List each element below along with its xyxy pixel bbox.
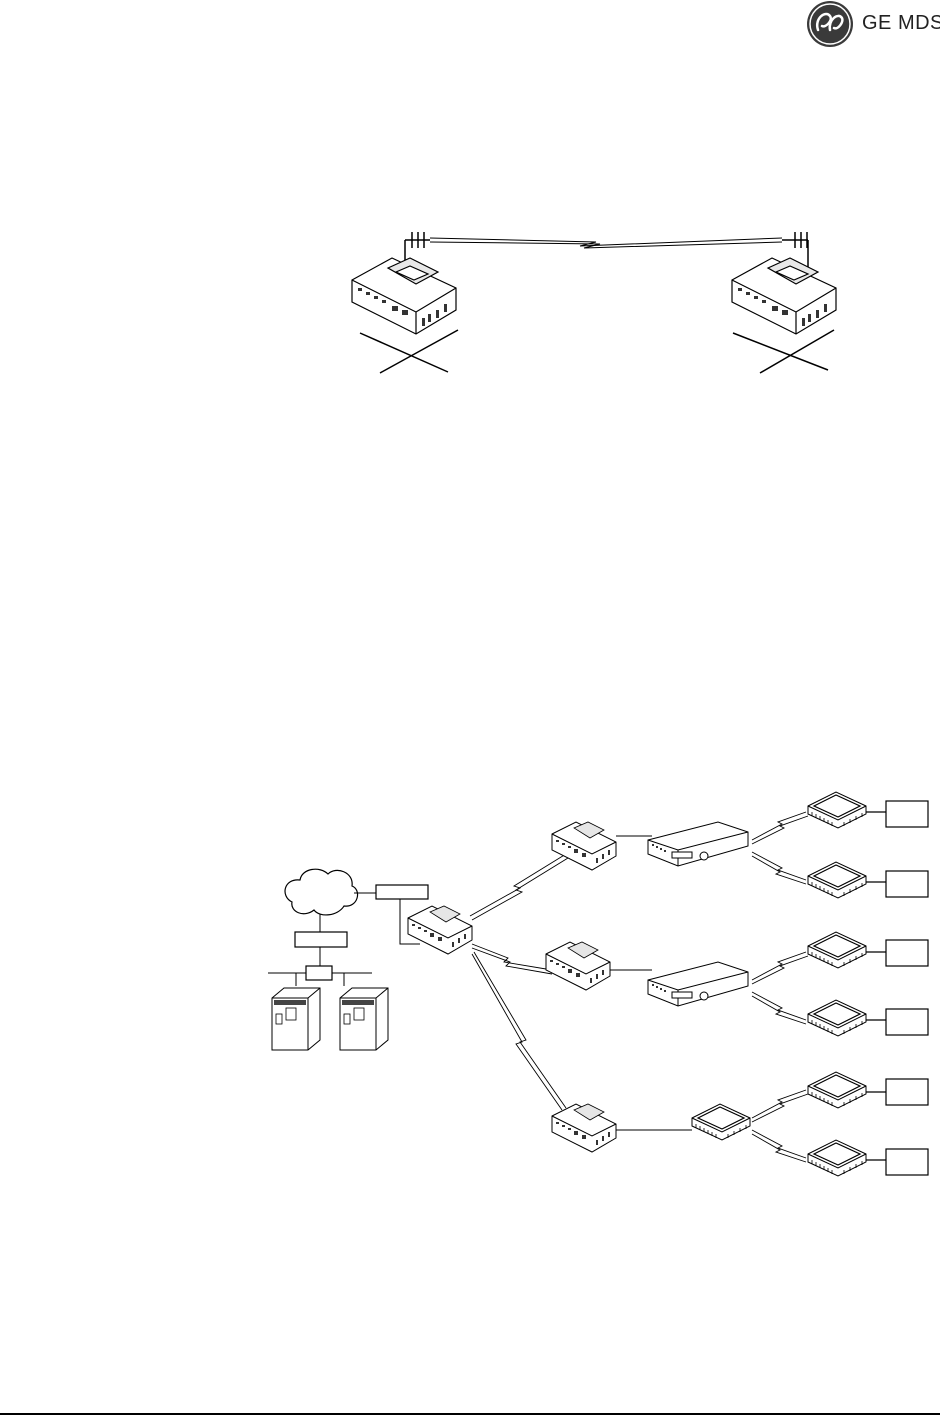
controller-box-icon <box>648 962 748 1006</box>
router-box <box>295 932 347 947</box>
device-box <box>886 1009 928 1035</box>
remote-terminal-icon <box>692 1104 750 1140</box>
device-box <box>886 1149 928 1175</box>
rf-link-icon <box>470 854 568 1110</box>
radio-transceiver-icon <box>552 822 616 870</box>
radio-transceiver-icon <box>546 942 610 990</box>
remote-terminal-icon <box>808 1140 866 1176</box>
remote-terminal-icon <box>808 1072 866 1108</box>
device-box <box>886 940 928 966</box>
gateway-box <box>376 885 428 899</box>
controller-box-icon <box>648 822 748 866</box>
cloud-icon <box>285 869 358 915</box>
remote-terminal-icon <box>808 932 866 968</box>
server-icon <box>272 988 320 1050</box>
footer-rule <box>0 1413 940 1415</box>
rf-link-icon <box>752 812 808 1162</box>
device-box <box>886 871 928 897</box>
device-box <box>886 801 928 827</box>
remote-terminal-icon <box>808 1000 866 1036</box>
hub-icon <box>306 966 332 980</box>
device-box <box>886 1079 928 1105</box>
radio-transceiver-icon <box>408 906 472 954</box>
server-icon <box>340 988 388 1050</box>
remote-terminal-icon <box>808 792 866 828</box>
radio-transceiver-icon <box>552 1104 616 1152</box>
remote-terminal-icon <box>808 862 866 898</box>
